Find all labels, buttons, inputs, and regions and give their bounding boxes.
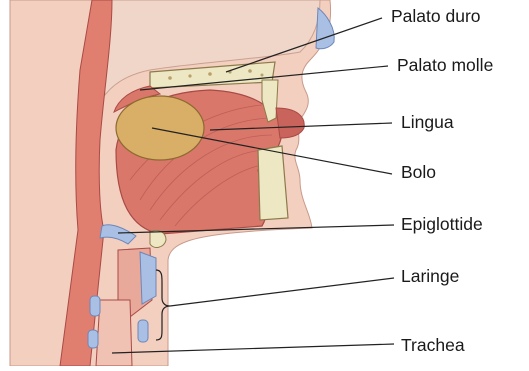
tracheal-ring bbox=[88, 330, 98, 348]
leader-laringe bbox=[170, 278, 394, 306]
thyroid-cartilage bbox=[140, 252, 156, 304]
hyoid-shape bbox=[150, 230, 166, 247]
label-palato-duro: Palato duro bbox=[391, 8, 481, 26]
label-trachea: Trachea bbox=[401, 337, 465, 355]
label-palato-molle: Palato molle bbox=[397, 57, 493, 75]
tracheal-ring bbox=[138, 320, 148, 342]
trachea-shape bbox=[96, 300, 132, 366]
lower-jaw bbox=[258, 146, 288, 220]
label-lingua: Lingua bbox=[401, 114, 454, 132]
tracheal-ring bbox=[90, 296, 100, 316]
label-laringe: Laringe bbox=[401, 268, 459, 286]
label-bolo: Bolo bbox=[401, 164, 436, 182]
bolus-shape bbox=[116, 96, 204, 160]
label-epiglottide: Epiglottide bbox=[401, 216, 483, 234]
